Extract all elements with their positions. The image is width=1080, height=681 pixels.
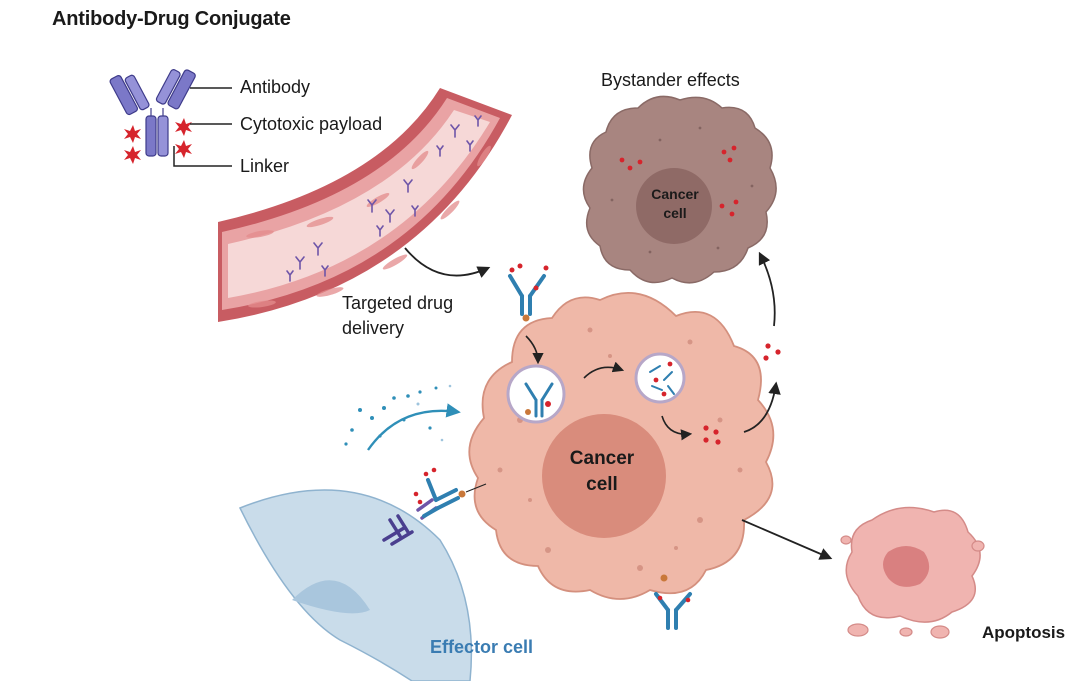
delivery-label-line2: delivery xyxy=(342,318,405,338)
apoptotic-cell xyxy=(840,506,985,639)
diagram-title: Antibody-Drug Conjugate xyxy=(52,8,291,30)
bystander-arrow xyxy=(758,251,776,327)
effector-label: Effector cell xyxy=(430,637,534,657)
legend-payload-label: Cytotoxic payload xyxy=(240,114,383,134)
main-cell-label-line1: Cancer xyxy=(569,448,635,469)
effector-cell xyxy=(238,489,473,681)
blood-vessel xyxy=(218,88,512,322)
delivery-arrow xyxy=(404,247,491,278)
bystander-payload xyxy=(763,343,781,361)
legend-linker-label: Linker xyxy=(240,156,290,176)
bystander-cell-label-line1: Cancer xyxy=(651,186,699,202)
main-cancer-cell xyxy=(468,292,775,600)
main-cell-label-line2: cell xyxy=(586,474,618,495)
delivery-label-line1: Targeted drug xyxy=(342,293,454,313)
fc-receptor-adc xyxy=(382,467,487,546)
cytokine-release xyxy=(344,384,461,451)
legend-adc-icon xyxy=(109,69,196,164)
bystander-cell-label-line2: cell xyxy=(663,205,687,221)
bystander-label: Bystander effects xyxy=(601,70,740,90)
apoptosis-label: Apoptosis xyxy=(982,623,1066,642)
bystander-cancer-cell xyxy=(582,95,777,284)
apoptosis-arrow xyxy=(741,519,833,560)
legend-line-linker xyxy=(173,146,232,167)
adc-binding-bottom xyxy=(654,574,692,630)
legend-antibody-label: Antibody xyxy=(240,77,311,97)
adc-binding-top xyxy=(508,263,549,322)
payload-exit-arrow xyxy=(743,381,781,433)
